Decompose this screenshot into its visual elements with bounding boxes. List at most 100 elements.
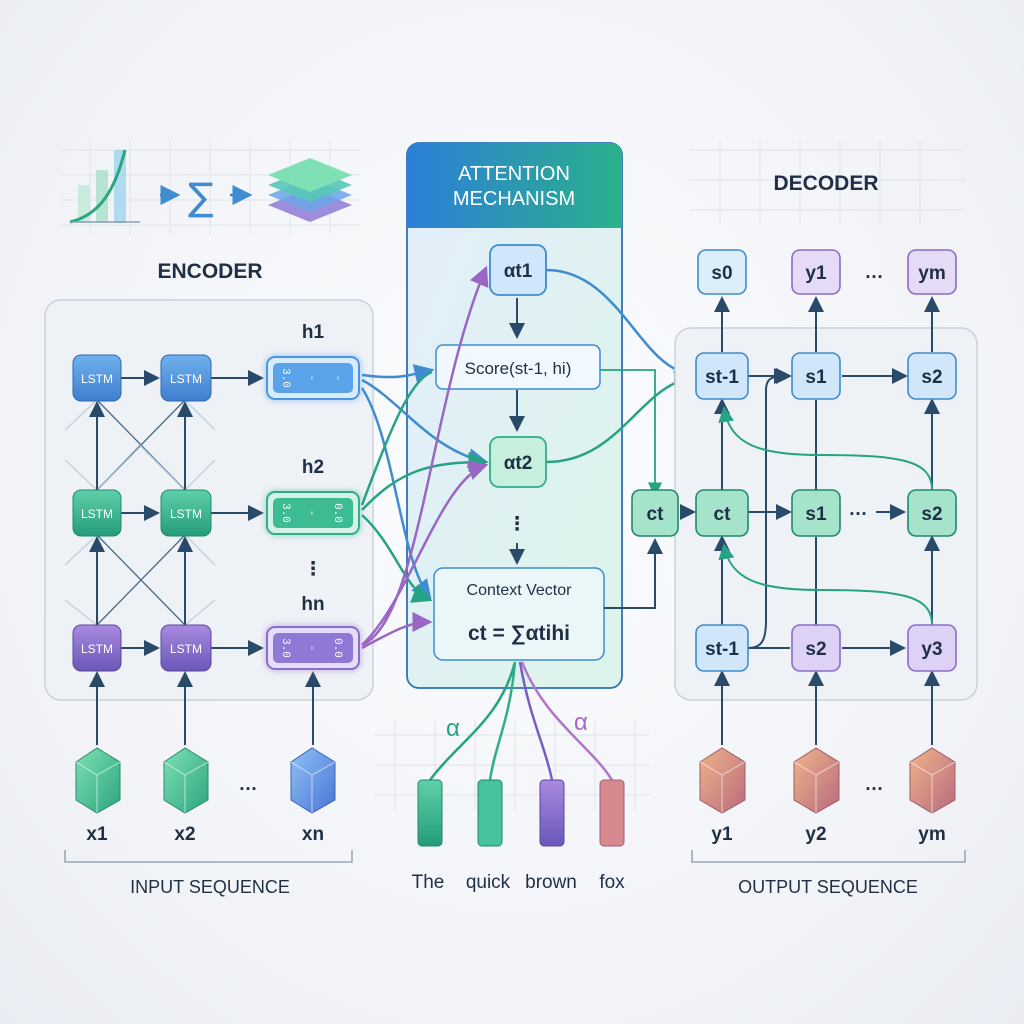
svg-text:αt1: αt1 bbox=[504, 261, 533, 282]
svg-text:ym: ym bbox=[918, 263, 945, 284]
attention-header bbox=[407, 143, 622, 228]
svg-text:y3: y3 bbox=[921, 639, 942, 660]
svg-text:y1: y1 bbox=[805, 263, 827, 284]
decoder-node-ym-top: ym bbox=[907, 249, 957, 295]
svg-text:s1: s1 bbox=[805, 367, 827, 388]
svg-text:LSTM: LSTM bbox=[170, 507, 202, 521]
hidden-state-vector-hn bbox=[266, 626, 360, 670]
token-bar-the bbox=[417, 779, 443, 847]
hidden-value: - bbox=[305, 510, 317, 517]
output-cube-y2 bbox=[793, 747, 840, 814]
input-cube-x2 bbox=[163, 747, 209, 814]
svg-text:LSTM: LSTM bbox=[81, 372, 113, 386]
context-vector-node: Context Vector ct = ∑αtihi bbox=[433, 567, 605, 661]
layers-stack-icon bbox=[268, 158, 352, 222]
decoder-title: DECODER bbox=[773, 172, 878, 195]
hidden-state-vector-h2 bbox=[266, 491, 360, 535]
hidden-value: 3.0 bbox=[279, 638, 291, 658]
svg-text:s2: s2 bbox=[921, 504, 942, 525]
hidden-value: 3.0 bbox=[279, 368, 291, 388]
input-cube-xn bbox=[290, 747, 336, 814]
alpha-label-left: α bbox=[446, 715, 460, 742]
attention-vdots: ⋮ bbox=[508, 514, 527, 535]
encoder-horizontal-arrows bbox=[121, 370, 264, 656]
lstm-cell: LSTM bbox=[160, 624, 212, 672]
input-ellipsis: … bbox=[239, 774, 258, 795]
hidden-value: - bbox=[305, 645, 317, 652]
decoder-node-s2-row2: s2 bbox=[907, 489, 957, 537]
attention-title-line2: MECHANISM bbox=[453, 188, 575, 210]
svg-text:LSTM: LSTM bbox=[170, 372, 202, 386]
hidden-value: 3.0 bbox=[279, 503, 291, 523]
token-fox: fox bbox=[599, 872, 625, 893]
encoder-title: ENCODER bbox=[157, 260, 262, 283]
hidden-value: 0.0 bbox=[331, 638, 343, 658]
decoder-node-y1-top: y1 bbox=[791, 249, 841, 295]
output-cube-ym bbox=[909, 747, 956, 814]
decoder-row2-ellipsis: … bbox=[849, 499, 868, 520]
curve-chart-icon bbox=[69, 149, 140, 224]
decoder-node-s0: s0 bbox=[697, 249, 747, 295]
hidden-state-vector-h1 bbox=[266, 356, 360, 400]
svg-text:st-1: st-1 bbox=[705, 367, 739, 388]
token-bar-fox bbox=[599, 779, 625, 847]
lstm-cell: LSTM bbox=[72, 489, 122, 537]
input-label-x2: x2 bbox=[174, 824, 195, 845]
output-label-ym: ym bbox=[918, 824, 945, 845]
hidden-value: - bbox=[331, 375, 343, 382]
alpha-t1-node: αt1 bbox=[489, 244, 547, 296]
lstm-cell: LSTM bbox=[160, 489, 212, 537]
token-flows bbox=[429, 661, 614, 781]
score-node: Score(st-1, hi) bbox=[435, 344, 601, 390]
svg-text:LSTM: LSTM bbox=[81, 642, 113, 656]
token-quick: quick bbox=[466, 872, 511, 893]
output-label-y2: y2 bbox=[805, 824, 826, 845]
bg-grid-top-right bbox=[690, 140, 965, 225]
decoder-feedback-loops bbox=[718, 406, 933, 626]
svg-text:ct: ct bbox=[714, 504, 732, 525]
svg-text:LSTM: LSTM bbox=[170, 642, 202, 656]
output-cube-y1 bbox=[699, 747, 746, 814]
decoder-top-ellipsis: … bbox=[865, 262, 884, 283]
hidden-value: 0.0 bbox=[331, 503, 343, 523]
svg-text:ct: ct bbox=[647, 504, 665, 525]
lstm-cell: LSTM bbox=[72, 354, 122, 402]
alpha-label-right: α bbox=[574, 709, 588, 736]
lstm-cell: LSTM bbox=[72, 624, 122, 672]
hidden-label-h1: h1 bbox=[302, 322, 325, 343]
input-label-xn: xn bbox=[302, 824, 324, 845]
input-cube-x1 bbox=[75, 747, 121, 814]
decoder-node-s1-row2: s1 bbox=[791, 489, 841, 537]
hidden-value: - bbox=[305, 375, 317, 382]
svg-text:αt2: αt2 bbox=[504, 453, 533, 474]
token-bar-quick bbox=[477, 779, 503, 847]
decoder-node-s1-row1: s1 bbox=[791, 352, 841, 400]
output-label-y1: y1 bbox=[711, 824, 733, 845]
decoder-node-st-1-row1: st-1 bbox=[695, 352, 749, 400]
decoder-node-s2-row3: s2 bbox=[791, 624, 841, 672]
bg-grid-bottom bbox=[375, 720, 650, 810]
token-bar-brown bbox=[539, 779, 565, 847]
encoder-vertical-arrows bbox=[89, 401, 321, 745]
hidden-label-h2: h2 bbox=[302, 457, 324, 478]
input-bracket bbox=[64, 850, 353, 863]
decoder-node-st-1-row3: st-1 bbox=[695, 624, 749, 672]
token-brown: brown bbox=[525, 872, 577, 893]
output-sequence-caption: OUTPUT SEQUENCE bbox=[738, 877, 918, 897]
attention-flows-blue bbox=[360, 364, 489, 600]
output-ellipsis: … bbox=[865, 774, 884, 795]
decoder-node-y3-row3: y3 bbox=[907, 624, 957, 672]
encoder-cross-links bbox=[64, 399, 216, 626]
attention-title-line1: ATTENTION bbox=[458, 163, 570, 185]
alpha-t2-node: αt2 bbox=[489, 436, 547, 488]
attention-flows-purple bbox=[361, 265, 489, 650]
input-sequence-caption: INPUT SEQUENCE bbox=[130, 877, 290, 897]
svg-text:s1: s1 bbox=[805, 504, 827, 525]
svg-text:s2: s2 bbox=[805, 639, 826, 660]
hidden-vdots: ⋮ bbox=[304, 559, 323, 580]
input-label-x1: x1 bbox=[86, 824, 108, 845]
svg-text:s2: s2 bbox=[921, 367, 942, 388]
token-the: The bbox=[412, 872, 445, 893]
sigma-icon: ∑ bbox=[188, 175, 214, 219]
